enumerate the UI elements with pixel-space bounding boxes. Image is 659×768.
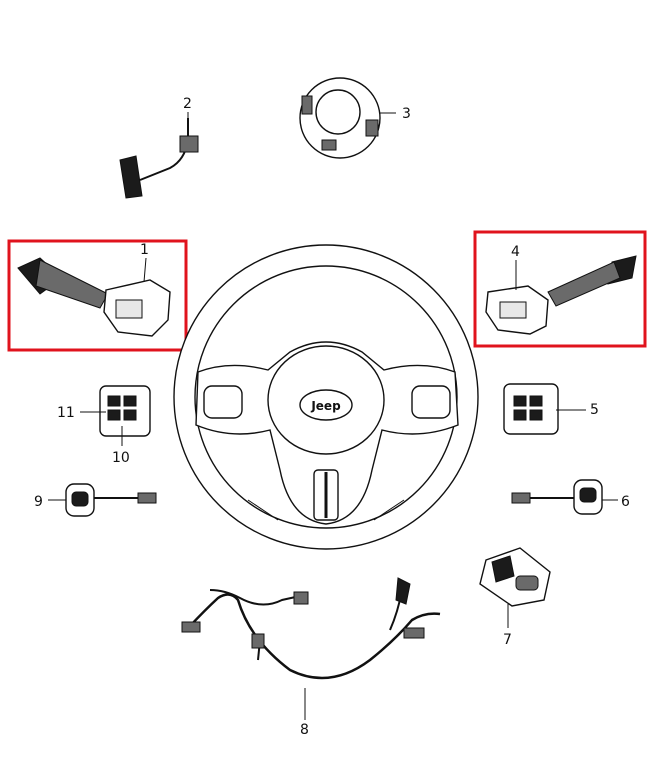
- highlight-box-part-1: [7, 239, 188, 352]
- part-6-right-paddle-switch: [511, 479, 618, 515]
- callout-2: 2: [183, 96, 192, 112]
- part-4-right-stalk-switch: [485, 255, 637, 335]
- part-9-left-paddle-switch: [48, 483, 157, 517]
- right-spoke-pad: [411, 385, 451, 419]
- part-2-wire-pigtail: [119, 112, 199, 199]
- callout-5: 5: [590, 402, 599, 418]
- callout-8: 8: [300, 722, 309, 738]
- callout-9: 9: [34, 494, 43, 510]
- steering-wheel: Jeep: [173, 244, 479, 550]
- part-5-right-control-switch: [503, 383, 586, 435]
- part-3-clockspring: [299, 77, 396, 159]
- part-7-module: [479, 547, 551, 628]
- callout-7: 7: [503, 632, 512, 648]
- callout-6: 6: [621, 494, 630, 510]
- highlight-box-part-4: [473, 230, 647, 348]
- part-1-left-stalk-switch: [17, 257, 171, 337]
- callout-1: 1: [140, 242, 149, 258]
- callout-10: 10: [112, 450, 130, 466]
- callout-4: 4: [511, 244, 520, 260]
- callout-11: 11: [57, 405, 75, 421]
- left-spoke-pad: [203, 385, 243, 419]
- part-8-wiring-harness: [181, 577, 441, 720]
- part-10-11-left-control-switch: [80, 385, 151, 446]
- wheel-logo: Jeep: [310, 399, 341, 413]
- callout-3: 3: [402, 106, 411, 122]
